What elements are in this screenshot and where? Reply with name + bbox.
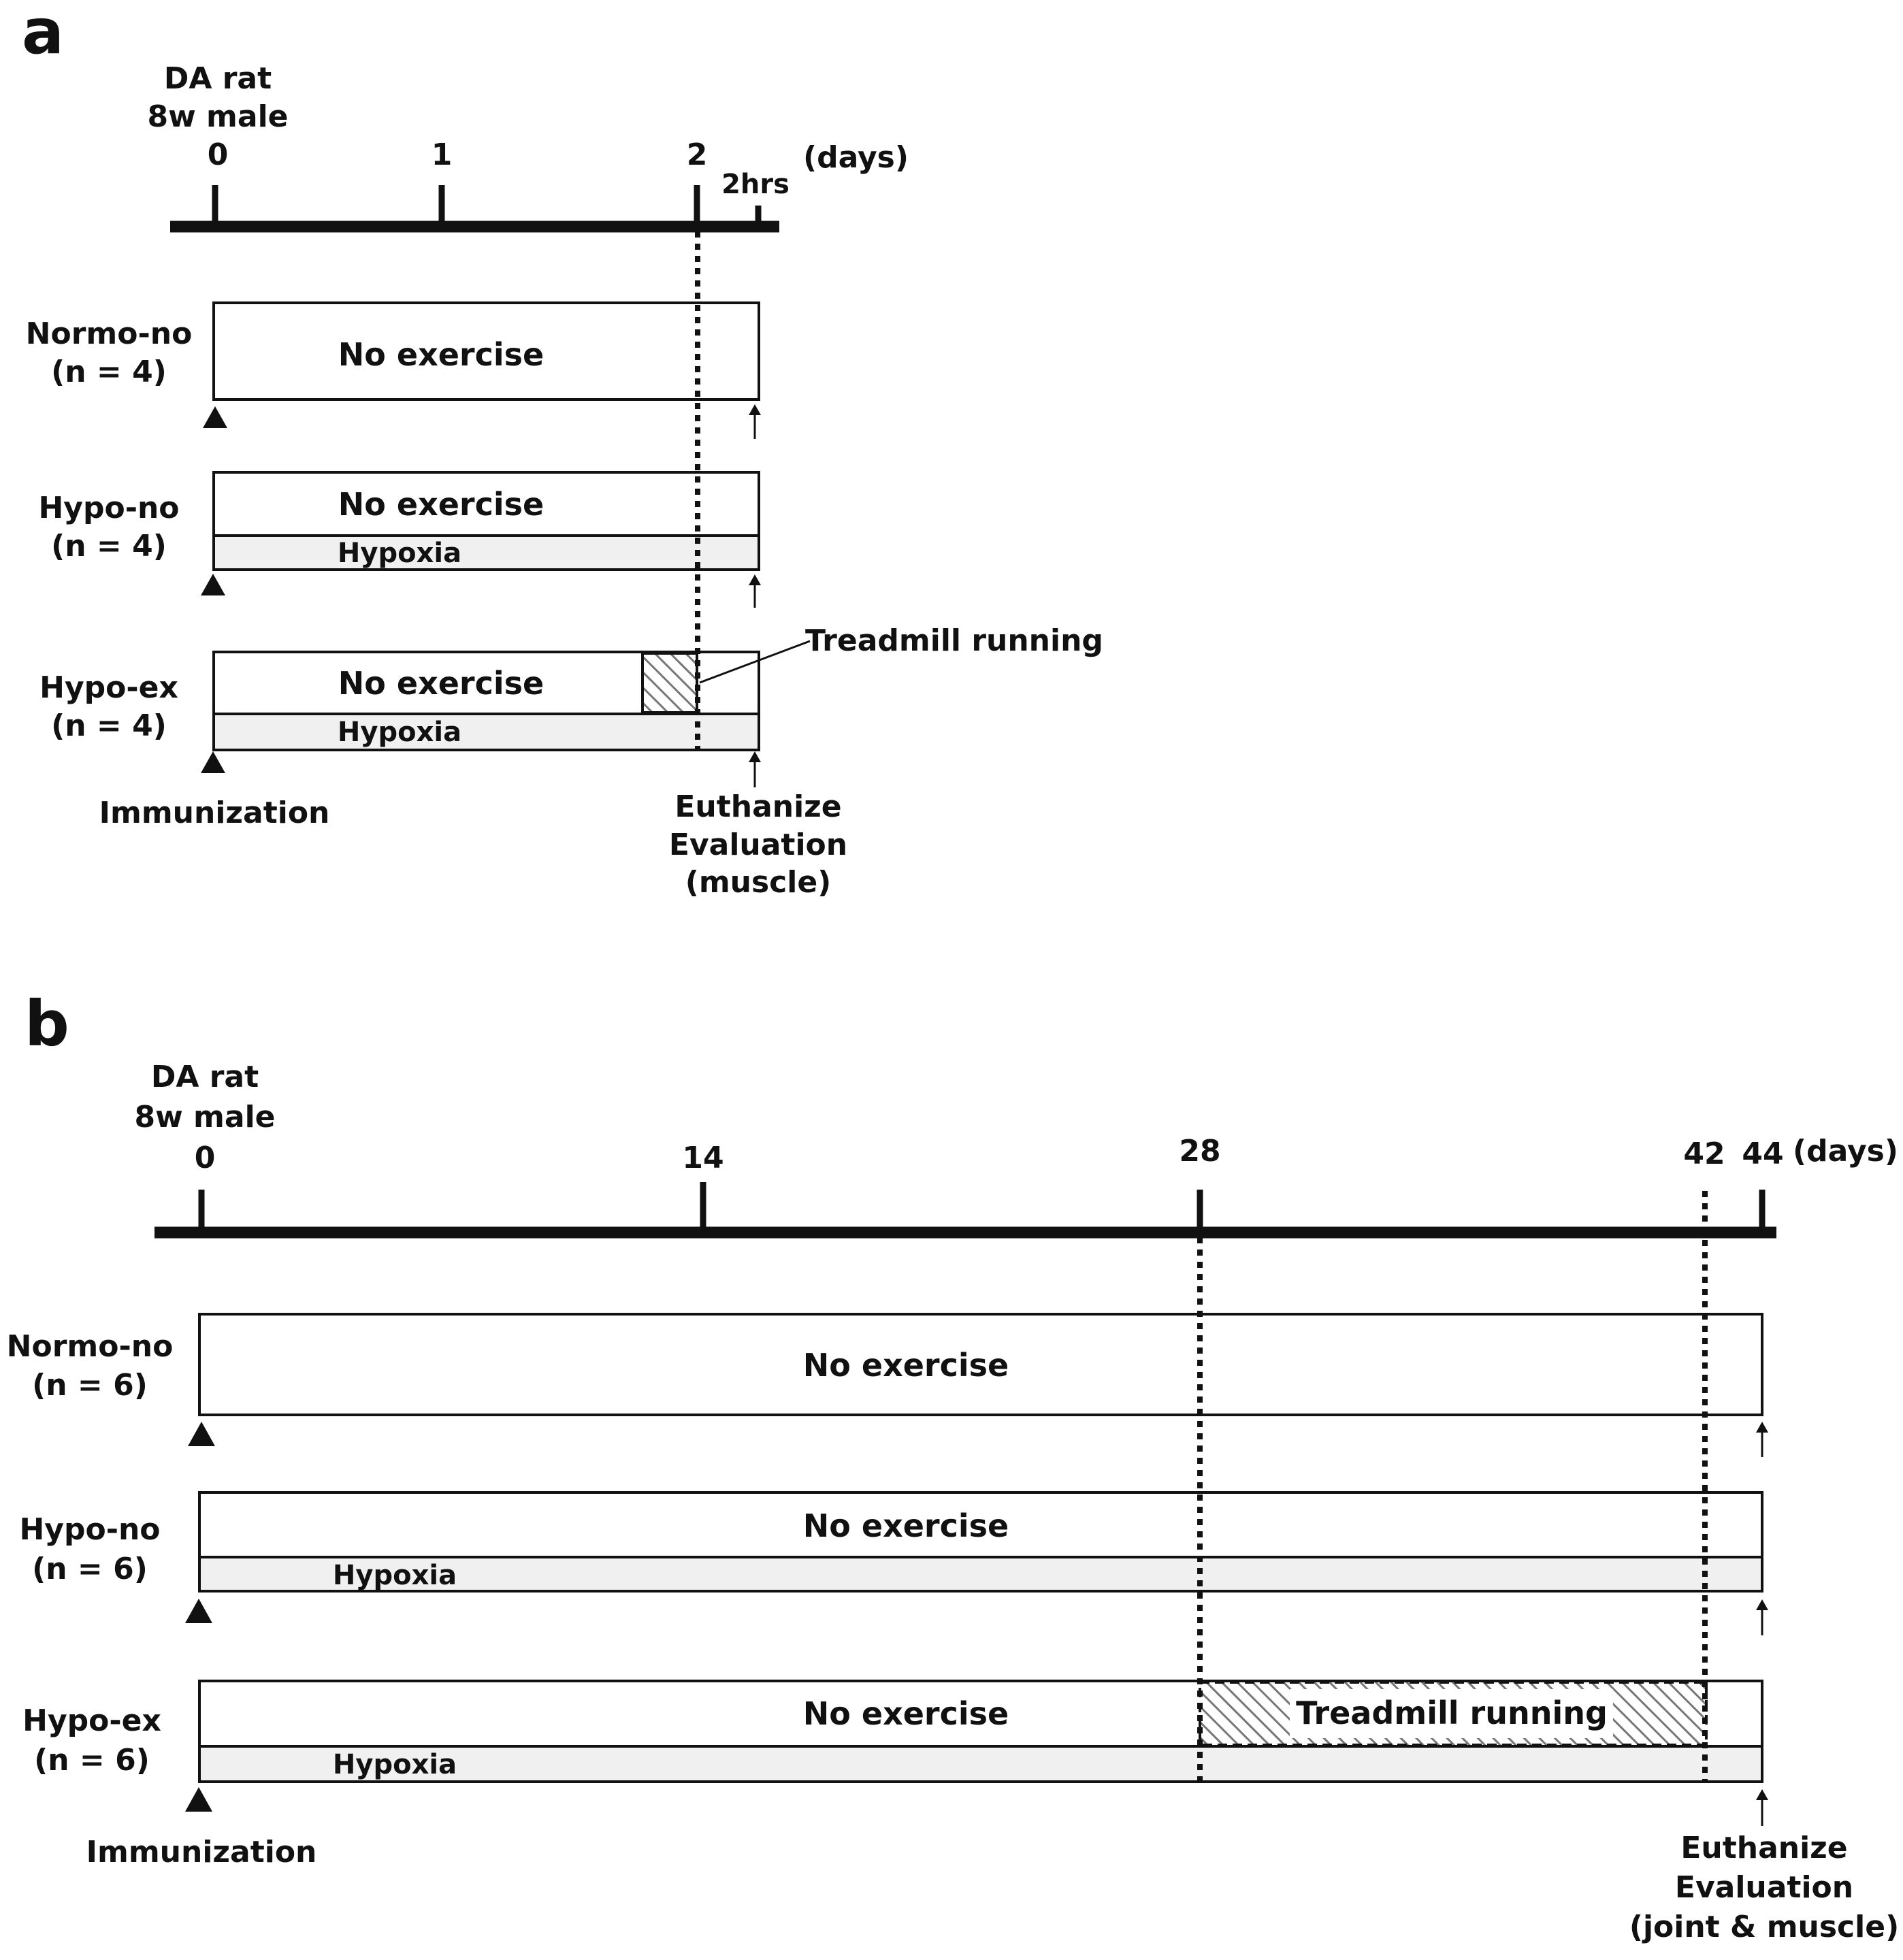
panel-b-group3-end-arrowhead (1756, 1789, 1768, 1800)
panel-b-group2-bar-label: No exercise (803, 1507, 1009, 1544)
panel-b-end-label-2: Evaluation (1675, 1870, 1853, 1905)
panel-b-group3-hypoxia-bar (198, 1745, 1763, 1783)
panel-b-group3-hypoxia-label: Hypoxia (333, 1749, 457, 1780)
panel-b-group3-treadmill-label-bg (1290, 1689, 1613, 1738)
panel-b-group3-treadmill-label: Treadmill running (1296, 1695, 1608, 1731)
panel-a-group3-n: (n = 4) (51, 708, 167, 743)
panel-b-group1-end-arrowhead (1756, 1422, 1768, 1433)
panel-a-group3-hypoxia-label: Hypoxia (338, 717, 461, 748)
panel-b-axis-unit: (days) (1793, 1134, 1898, 1169)
panel-b-group3-bar-label: No exercise (803, 1695, 1009, 1732)
panel-a-axis-unit: (days) (803, 140, 909, 175)
panel-b-tick-label-42: 42 (1683, 1137, 1725, 1171)
panel-a-group1-name: Normo-no (26, 316, 193, 351)
panel-a-group3-end-arrowhead (749, 751, 761, 762)
panel-b-end-label-1: Euthanize (1680, 1831, 1847, 1865)
panel-a-group1-n: (n = 4) (51, 355, 167, 389)
panel-a-treadmill-leader-line (699, 640, 811, 684)
panel-a-tick-label-1: 1 (432, 137, 453, 172)
panel-a-group2-name: Hypo-no (38, 491, 179, 525)
panel-a-tick-label-0: 0 (208, 137, 229, 172)
panel-b-immunization-label: Immunization (86, 1835, 317, 1869)
panel-a-rat-line1: DA rat (164, 61, 272, 96)
panel-a: a DA rat 8w male 0 1 2 2hrs (days) Normo… (22, 0, 1103, 900)
panel-b-group2-hypoxia-label: Hypoxia (333, 1560, 457, 1591)
panel-a-group3-name: Hypo-ex (39, 670, 178, 705)
panel-b-group1-name: Normo-no (7, 1329, 174, 1364)
panel-b-tick-label-28: 28 (1179, 1134, 1220, 1169)
panel-a-end-label-2: Evaluation (669, 828, 847, 862)
panel-a-group2-hypoxia-label: Hypoxia (338, 538, 461, 569)
panel-a-letter: a (22, 0, 64, 68)
panel-a-tick-label-2: 2 (687, 137, 708, 172)
panel-a-group3-treadmill-hatch (643, 653, 697, 713)
panel-a-end-label-3: (muscle) (685, 865, 832, 900)
panel-a-group3-hypoxia-bar (212, 713, 760, 751)
panel-a-group2-end-arrowhead (749, 574, 761, 585)
panel-b-group2-hypoxia-bar (198, 1556, 1763, 1592)
panel-b-group1-start-triangle (188, 1422, 215, 1446)
panel-a-group1-start-triangle (203, 406, 227, 428)
panel-a-group2-bar-label: No exercise (338, 486, 544, 523)
panel-a-group2-n: (n = 4) (51, 529, 167, 564)
panel-a-group1-bar-label: No exercise (338, 336, 544, 373)
panel-a-group3-bar-label: No exercise (338, 665, 544, 702)
panel-a-tick-label-2hrs: 2hrs (721, 169, 790, 200)
panel-b-rat-line2: 8w male (134, 1100, 275, 1134)
panel-a-end-label-1: Euthanize (674, 789, 841, 824)
panel-b: b DA rat 8w male 0 14 28 42 44 (days) No… (7, 987, 1900, 1944)
panel-b-letter: b (25, 987, 69, 1060)
panel-b-end-label-3: (joint & muscle) (1629, 1910, 1899, 1944)
panel-b-tick-label-44: 44 (1742, 1137, 1783, 1171)
panel-b-group2-start-triangle (185, 1599, 212, 1623)
panel-a-group1-bar (212, 301, 760, 401)
panel-a-group3-start-triangle (201, 751, 225, 773)
panel-b-rat-line1: DA rat (151, 1060, 259, 1094)
panel-b-group2-name: Hypo-no (19, 1512, 160, 1547)
panel-a-immunization-label: Immunization (99, 796, 330, 830)
panel-b-group2-n: (n = 6) (32, 1552, 148, 1586)
panel-b-group1-bar-label: No exercise (803, 1347, 1009, 1384)
panel-a-rat-line2: 8w male (147, 99, 288, 134)
panel-a-group2-bar (212, 471, 760, 537)
panel-b-group2-end-arrowhead (1756, 1599, 1768, 1610)
panel-b-group3-start-triangle (185, 1787, 212, 1812)
panel-b-tick-label-0: 0 (195, 1141, 216, 1175)
panel-b-group3-n: (n = 6) (34, 1743, 150, 1778)
panel-a-group1-end-arrowhead (749, 404, 761, 415)
panel-b-group1-bar (198, 1313, 1763, 1416)
panel-a-group2-start-triangle (201, 574, 225, 595)
panel-b-group3-name: Hypo-ex (22, 1703, 161, 1738)
panel-b-group1-n: (n = 6) (32, 1368, 148, 1403)
panel-a-group2-hypoxia-bar (212, 534, 760, 571)
panel-b-tick-label-14: 14 (682, 1141, 723, 1175)
panel-a-treadmill-label: Treadmill running (805, 623, 1103, 658)
